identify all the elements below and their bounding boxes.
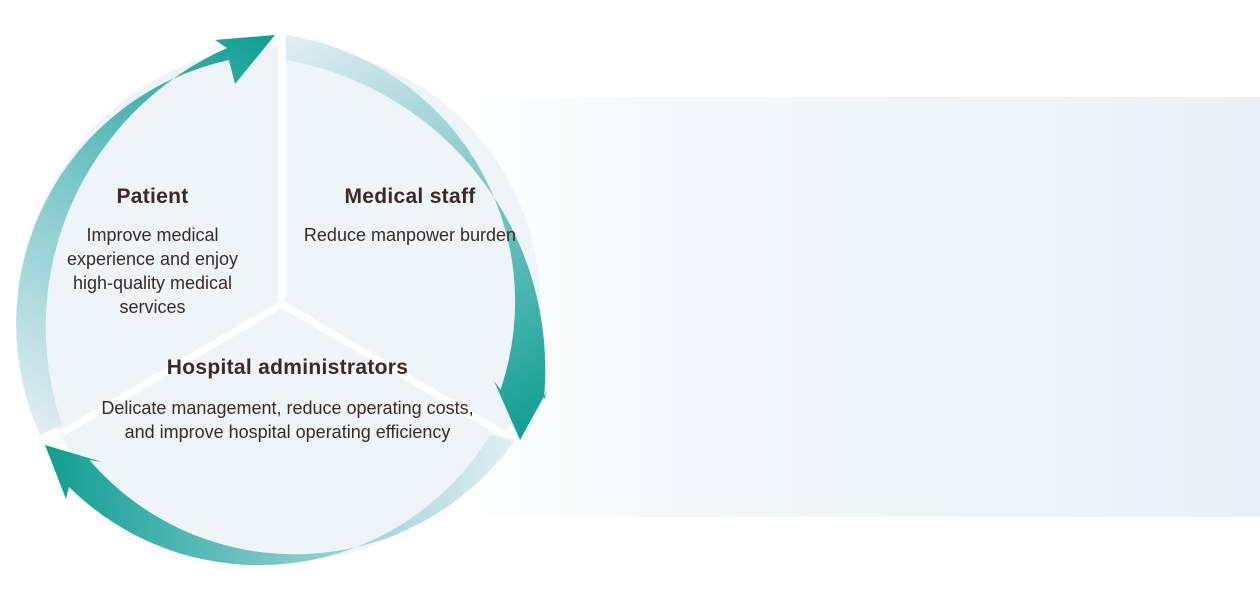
segment-hospital-administrators: Hospital administrators Delicate managem… (100, 356, 475, 444)
segment-medical-staff: Medical staff Reduce manpower burden (300, 185, 520, 247)
segment-title: Hospital administrators (166, 356, 409, 379)
cycle-diagram (16, 35, 548, 566)
arrow-arc-admin-icon (45, 435, 515, 566)
segment-patient: Patient Improve medical experience and e… (50, 185, 255, 319)
divider-left (48, 300, 284, 444)
background-panel (440, 97, 1260, 517)
segment-title: Medical staff (344, 185, 476, 208)
divider-right (280, 300, 516, 444)
segment-description: Reduce manpower burden (303, 225, 517, 245)
arrow-arc-staff-icon (286, 35, 548, 440)
arrow-arc-patient-icon (16, 35, 276, 435)
segment-description: Delicate management, reduce operating co… (101, 398, 474, 442)
segment-title: Patient (116, 185, 189, 208)
segment-description: Improve medical experience and enjoy hig… (66, 225, 239, 317)
